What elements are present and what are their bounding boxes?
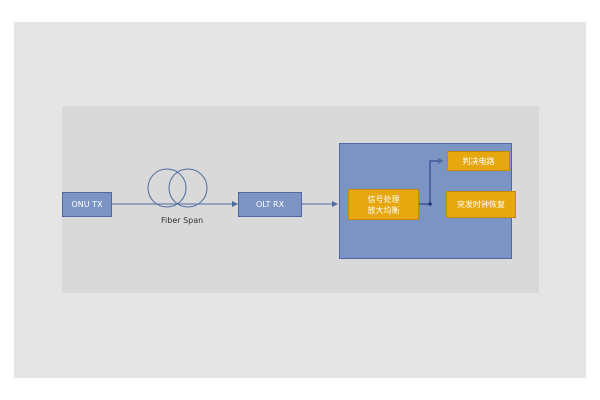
olt-rx-box: OLT RX [238, 192, 302, 217]
decision-circuit-box: 判决电路 [447, 151, 510, 171]
signal-processing-line1: 信号处理 [367, 194, 400, 204]
olt-rx-label: OLT RX [255, 200, 285, 209]
signal-processing-line2: 放大均衡 [367, 205, 400, 215]
fiber-coil-icon [147, 168, 208, 208]
signal-processing-box: 信号处理 放大均衡 [348, 189, 419, 220]
onu-tx-box: ONU TX [62, 192, 112, 217]
arrow-junction-to-decision [429, 158, 444, 204]
fiber-span-label: Fiber Span [161, 216, 204, 225]
decision-circuit-label: 判决电路 [462, 156, 495, 166]
onu-tx-label: ONU TX [71, 200, 103, 209]
burst-clock-recovery-box: 突发时钟恢复 [446, 191, 516, 218]
burst-clock-recovery-label: 突发时钟恢复 [457, 200, 505, 209]
